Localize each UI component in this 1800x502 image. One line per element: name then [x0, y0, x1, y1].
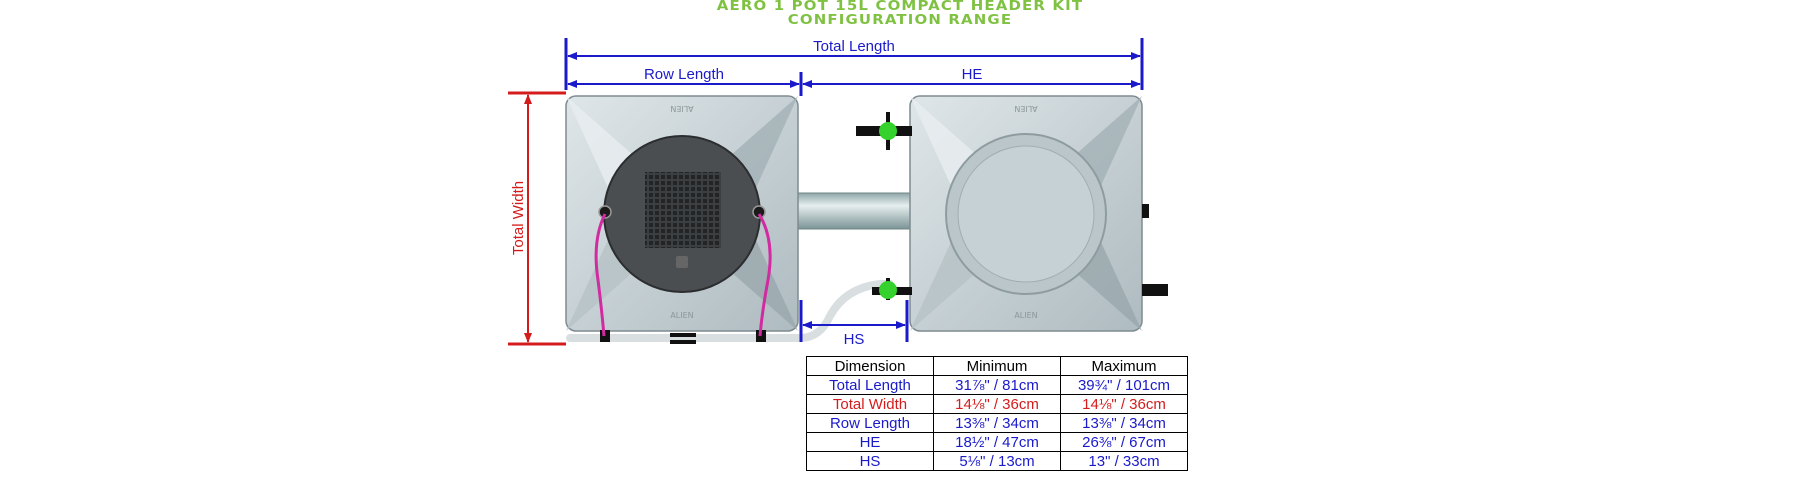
he-label: HE [962, 66, 983, 83]
dimension-cell: HE [806, 432, 934, 452]
table-header: Dimension [806, 356, 934, 376]
title-line-2: CONFIGURATION RANGE [787, 13, 1013, 28]
pot-left-brand-bottom: ALIEN [670, 311, 693, 320]
header-pipe [795, 192, 911, 230]
total-length-label: Total Length [813, 38, 895, 55]
diagram-title: AERO 1 POT 15L COMPACT HEADER KIT CONFIG… [0, 0, 1800, 28]
table-row: Total Width 14⅛" / 36cm 14⅛" / 36cm [806, 394, 1188, 414]
maximum-cell: 26⅜" / 67cm [1060, 432, 1188, 452]
pot-right: ALIEN ALIEN [909, 95, 1168, 332]
dimension-table: Dimension Minimum Maximum Total Length 3… [806, 356, 1188, 471]
maximum-cell: 13⅜" / 34cm [1060, 413, 1188, 433]
total-width-label: Total Width [510, 181, 527, 255]
minimum-cell: 13⅜" / 34cm [933, 413, 1061, 433]
pot-left: ALIEN ALIEN [565, 95, 799, 344]
drain-hose [566, 280, 894, 342]
pot-right-brand-bottom: ALIEN [1014, 311, 1037, 320]
maximum-cell: 14⅛" / 36cm [1060, 394, 1188, 414]
hs-label: HS [844, 331, 865, 348]
hose-right [757, 213, 772, 337]
dimension-cell: Row Length [806, 413, 934, 433]
dimension-cell: Total Length [806, 375, 934, 395]
table-header: Minimum [933, 356, 1061, 376]
table-header: Maximum [1060, 356, 1188, 376]
pot-left-brand-top: ALIEN [670, 104, 693, 113]
table-row: Row Length 13⅜" / 34cm 13⅜" / 34cm [806, 413, 1188, 433]
maximum-cell: 13" / 33cm [1060, 451, 1188, 471]
valve-top [856, 112, 912, 150]
table-row: HE 18½" / 47cm 26⅜" / 67cm [806, 432, 1188, 452]
dimension-cell: Total Width [806, 394, 934, 414]
minimum-cell: 18½" / 47cm [933, 432, 1061, 452]
minimum-cell: 31⅞" / 81cm [933, 375, 1061, 395]
minimum-cell: 14⅛" / 36cm [933, 394, 1061, 414]
pot-right-brand-top: ALIEN [1014, 104, 1037, 113]
dimension-cell: HS [806, 451, 934, 471]
valve-bottom [872, 278, 912, 300]
maximum-cell: 39¾" / 101cm [1060, 375, 1188, 395]
table-row: HS 5⅛" / 13cm 13" / 33cm [806, 451, 1188, 471]
title-line-1: AERO 1 POT 15L COMPACT HEADER KIT [716, 0, 1084, 14]
table-row: Total Length 31⅞" / 81cm 39¾" / 101cm [806, 375, 1188, 395]
row-length-label: Row Length [644, 66, 724, 83]
hose-left [594, 213, 607, 337]
table-header-row: Dimension Minimum Maximum [806, 356, 1188, 376]
minimum-cell: 5⅛" / 13cm [933, 451, 1061, 471]
